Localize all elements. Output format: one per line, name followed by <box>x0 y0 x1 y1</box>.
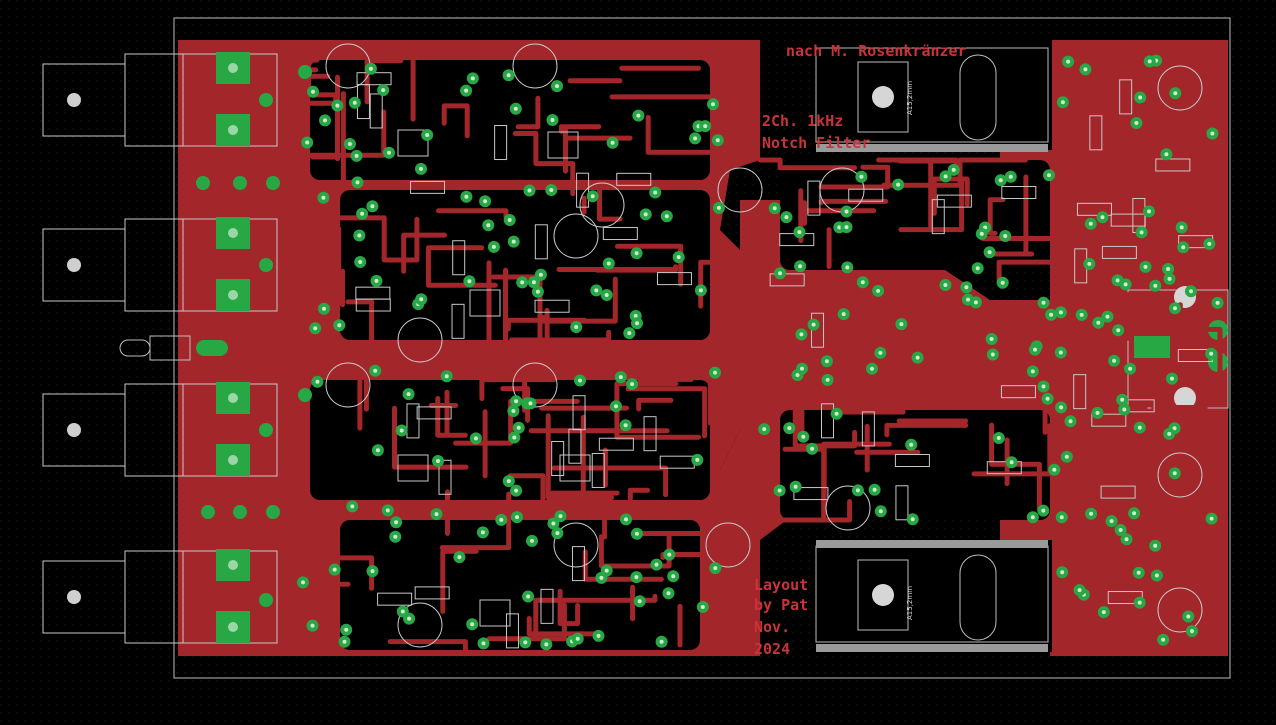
copper-traces <box>297 57 1223 652</box>
board-subtitle-1: 2Ch. 1kHz <box>762 112 843 130</box>
credit-line-3: Nov. <box>754 618 790 636</box>
bnc-connector-icon <box>42 217 278 312</box>
bnc-connector-icon <box>42 52 278 147</box>
board-subtitle-2: Notch Filter <box>762 134 870 152</box>
heatsink-top: A15,2mm <box>815 47 1049 152</box>
left-pin-header <box>119 335 228 361</box>
heatsink-bottom: A15,2mm <box>815 540 1049 652</box>
board-title: nach M. Rosenkränzer <box>786 42 967 60</box>
credit-line-1: Layout <box>754 576 808 594</box>
mounting-hole-icon <box>872 584 894 606</box>
credit-line-2: by Pat <box>754 596 808 614</box>
bnc-connectors <box>42 52 278 644</box>
bnc-connector-icon <box>42 549 278 644</box>
mounting-hole-icon <box>872 86 894 108</box>
heatsink-label: A15,2mm <box>906 586 914 620</box>
component-outlines <box>325 43 1214 649</box>
bnc-connector-icon <box>42 382 278 477</box>
board-outline <box>173 17 1231 679</box>
component-pads <box>196 54 1224 651</box>
heatsink-label: A15,2mm <box>906 81 914 115</box>
credit-line-4: 2024 <box>754 640 790 658</box>
